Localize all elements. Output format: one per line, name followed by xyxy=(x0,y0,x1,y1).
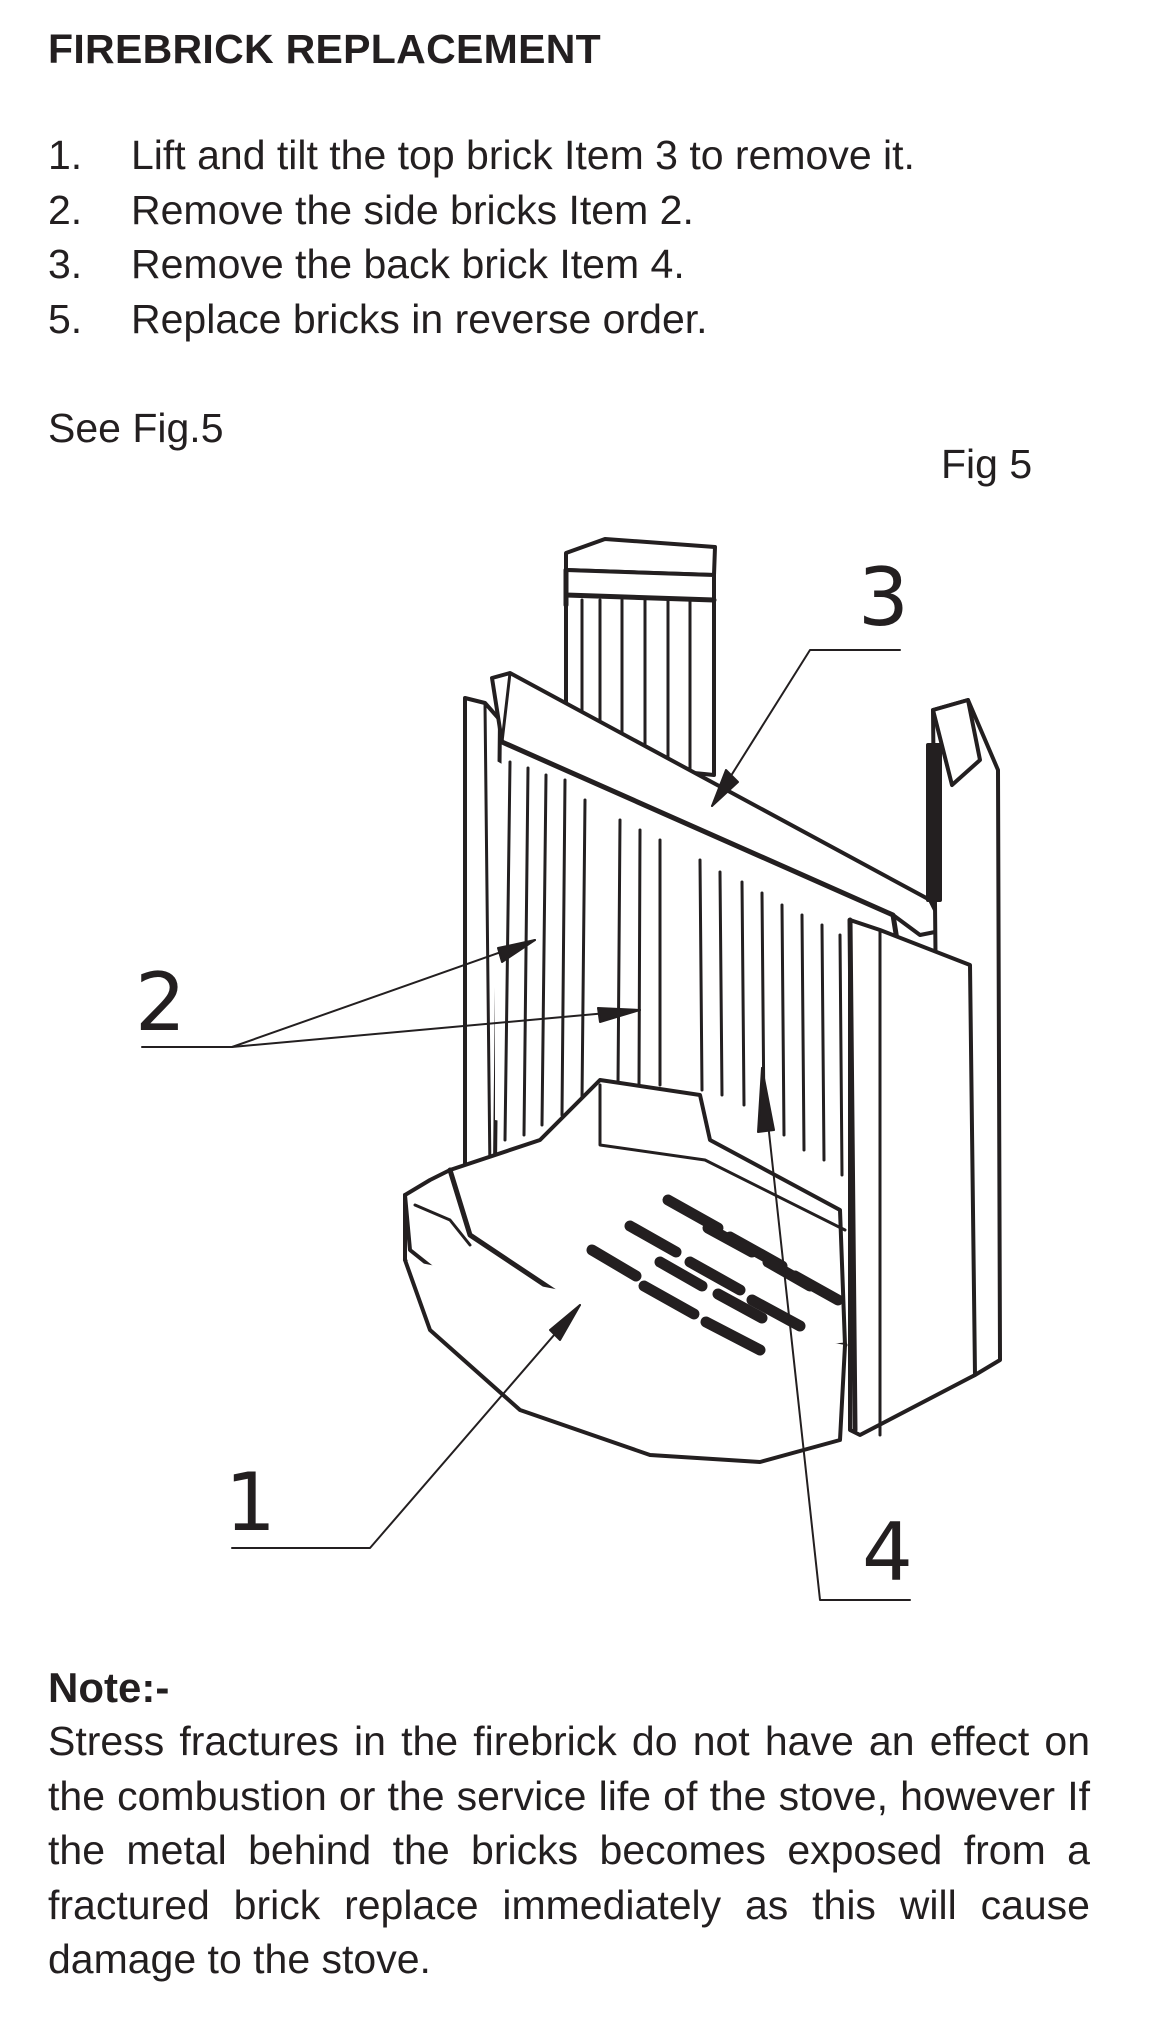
note-heading: Note:- xyxy=(48,1664,170,1711)
base-brick xyxy=(403,1078,848,1464)
firebrick-diagram: 3 2 1 4 xyxy=(135,537,1002,1601)
step-item: 1. Lift and tilt the top brick Item 3 to… xyxy=(48,128,915,183)
step-text: Lift and tilt the top brick Item 3 to re… xyxy=(131,132,915,178)
step-text: Remove the back brick Item 4. xyxy=(131,241,685,287)
callout-3: 3 xyxy=(858,551,909,644)
step-number: 5. xyxy=(48,295,83,342)
figure-reference: See Fig.5 xyxy=(48,405,224,451)
page-title: FIREBRICK REPLACEMENT xyxy=(48,26,601,72)
callout-4: 4 xyxy=(862,1506,913,1599)
left-side-brick xyxy=(463,696,502,1182)
steps-list: 1. Lift and tilt the top brick Item 3 to… xyxy=(48,128,915,346)
step-item: 5. Replace bricks in reverse order. xyxy=(48,292,915,347)
step-item: 3. Remove the back brick Item 4. xyxy=(48,237,915,292)
step-number: 3. xyxy=(48,241,83,287)
right-side-brick xyxy=(847,698,1002,1437)
top-brick xyxy=(490,671,947,943)
figure-label: Fig 5 xyxy=(941,441,1033,487)
callout-leaders xyxy=(141,649,911,1601)
step-number: 2. xyxy=(48,186,83,233)
step-text: Replace bricks in reverse order. xyxy=(131,295,708,342)
note-text: Stress fractures in the firebrick do not… xyxy=(48,1718,1090,1982)
step-number: 1. xyxy=(48,132,83,178)
callout-2: 2 xyxy=(135,956,186,1049)
callout-1: 1 xyxy=(225,1456,276,1549)
step-item: 2. Remove the side bricks Item 2. xyxy=(48,183,915,238)
step-text: Remove the side bricks Item 2. xyxy=(131,186,694,233)
